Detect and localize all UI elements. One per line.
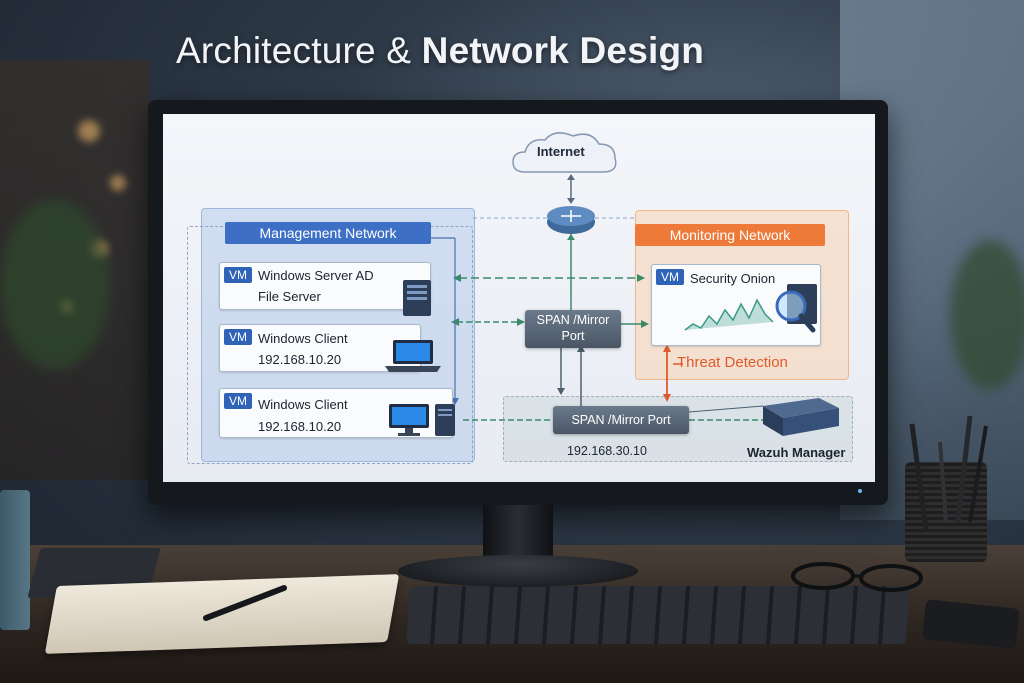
vm-tag: VM (224, 393, 252, 409)
vm-ip: 192.168.10.20 (258, 352, 342, 367)
router-icon (547, 206, 595, 234)
cloud-icon (512, 132, 617, 173)
pens-in-cup (909, 415, 988, 531)
wazuh-appliance-icon (763, 398, 839, 436)
span-label-line1: SPAN /Mirror (536, 313, 610, 327)
page-title: Architecture & Network Design (176, 30, 705, 71)
server-tower-icon (403, 280, 431, 316)
bokeh-light (110, 175, 126, 191)
vm-card-windows-client-2[interactable]: VM Windows Client 192.168.10.20 (219, 388, 453, 438)
vm-name: Windows Server AD (258, 268, 374, 283)
vm-ip: 192.168.10.20 (258, 419, 342, 434)
monitoring-network-label: Monitoring Network (635, 224, 825, 246)
eyeglasses (791, 562, 923, 592)
vm-tag: VM (224, 329, 252, 345)
monitor-screen: Management Network Monitoring Network In… (163, 114, 875, 482)
vm-name: Windows Client (258, 397, 348, 412)
threat-detection-label: Threat Detection (677, 354, 788, 371)
vm-name: Windows Client (258, 331, 348, 346)
wazuh-manager-label: Wazuh Manager (747, 445, 846, 460)
pen (203, 585, 287, 621)
power-led-icon (858, 489, 862, 493)
vm-tag: VM (656, 269, 684, 285)
laptop-icon (385, 340, 441, 372)
vm-name: Security Onion (690, 271, 776, 286)
span-ip-label: 192.168.30.10 (567, 444, 647, 458)
desktop-pc-icon (389, 404, 455, 436)
monitor-stand-base (398, 555, 638, 587)
vm-tag: VM (224, 267, 252, 283)
magnifier-graph-icon (684, 284, 817, 333)
vm-card-server-ad[interactable]: VM Windows Server AD File Server (219, 262, 431, 310)
background-plant (950, 240, 1024, 390)
span-mirror-port-top[interactable]: SPAN /Mirror Port (525, 310, 621, 348)
connection-lines (419, 132, 839, 436)
management-network-label: Management Network (225, 222, 431, 244)
internet-label: Internet (537, 144, 585, 159)
vm-card-windows-client-1[interactable]: VM Windows Client 192.168.10.20 (219, 324, 421, 372)
mug (0, 490, 30, 630)
vm-detail: File Server (258, 289, 321, 304)
span-label-line2: Port (561, 329, 585, 343)
span-mirror-port-bottom[interactable]: SPAN /Mirror Port (553, 406, 689, 434)
bokeh-light (78, 120, 100, 142)
background-plant (0, 200, 110, 370)
